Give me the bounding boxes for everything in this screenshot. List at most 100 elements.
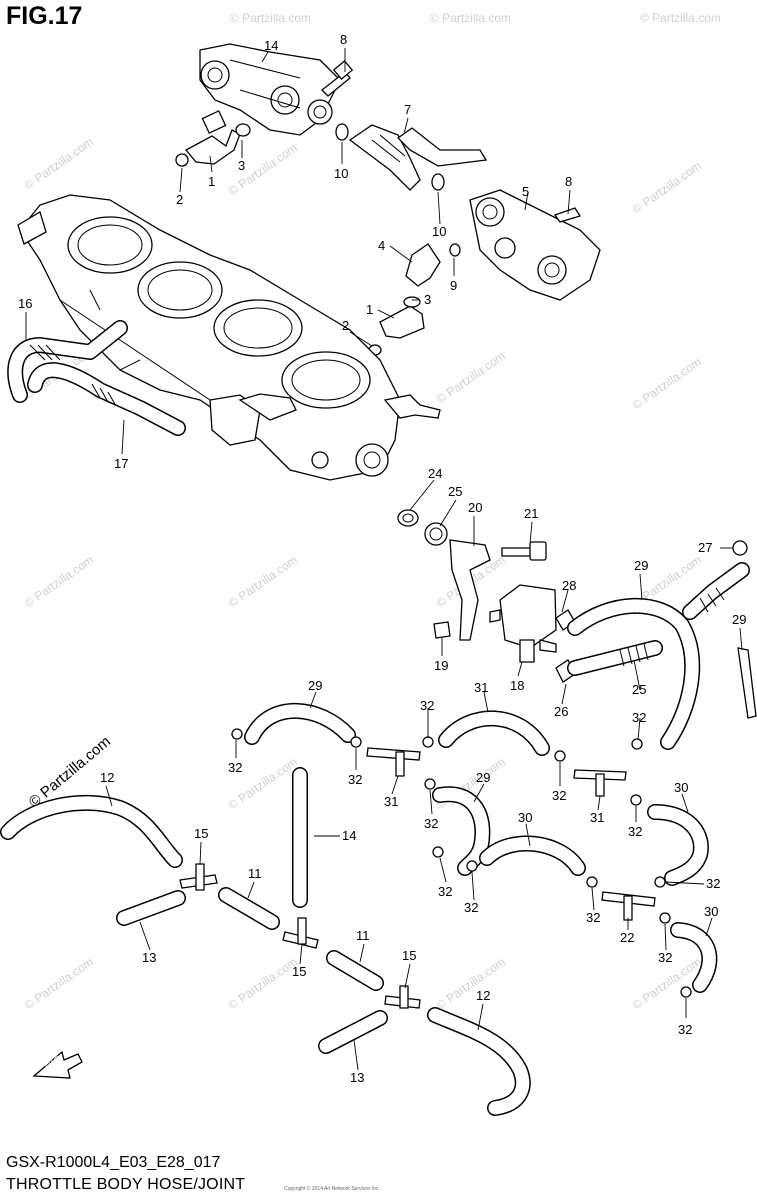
callout-10: 10 — [334, 166, 348, 181]
callout-29: 29 — [308, 678, 322, 693]
callout-1: 1 — [366, 302, 373, 317]
callout-11: 11 — [356, 928, 370, 943]
joint-15-a — [179, 863, 218, 891]
callout-4: 4 — [378, 238, 385, 253]
watermark: © Partzilla.com — [430, 11, 511, 25]
callout-32: 32 — [628, 824, 642, 839]
clamp-25-upper — [732, 540, 748, 556]
fuel-hose-upper — [335, 123, 488, 191]
figure-title: FIG.17 — [6, 2, 83, 30]
callout-26: 28 — [562, 578, 576, 593]
callout-1: 1 — [208, 174, 215, 189]
callout-29: 30 — [518, 810, 532, 825]
callout-3: 3 — [424, 292, 431, 307]
leader-lines — [25, 48, 743, 1071]
vacuum-hose-16 — [7, 320, 128, 403]
joint-15-c — [384, 985, 421, 1009]
callout-16: 16 — [18, 296, 32, 311]
cap-22 — [397, 509, 419, 527]
hose-13-right — [318, 1010, 388, 1054]
injector-upper — [175, 110, 251, 167]
hose-30-top — [438, 710, 550, 756]
fuel-delivery-pipe-lower — [469, 189, 601, 301]
callout-7: 7 — [404, 102, 411, 117]
callout-9: 9 — [450, 278, 457, 293]
hose-11-right — [326, 950, 384, 991]
callout-3: 3 — [238, 158, 245, 173]
callout-24: 25 — [632, 682, 646, 697]
callout-2: 2 — [342, 318, 349, 333]
vacuum-hose-17 — [27, 362, 186, 436]
watermark-layer: © Partzilla.com © Partzilla.com © Partzi… — [22, 11, 721, 1012]
watermark: © Partzilla.com — [22, 955, 96, 1013]
callout-30: 30 — [674, 780, 688, 795]
callout-14: 14 — [342, 828, 356, 843]
watermark: © Partzilla.com — [434, 349, 508, 407]
callout-32: 32 — [552, 788, 566, 803]
callout-20: 20 — [468, 500, 482, 515]
watermark: © Partzilla.com — [434, 955, 508, 1013]
callout-31: 31 — [384, 794, 398, 809]
watermark: © Partzilla.com — [22, 553, 96, 611]
watermark: © Partzilla.com — [230, 11, 311, 25]
callout-25: 26 — [554, 704, 568, 719]
clip-19 — [433, 621, 451, 639]
hose-12-right — [427, 1007, 531, 1116]
hose-28 — [567, 562, 750, 750]
watermark: © Partzilla.com — [630, 355, 704, 413]
model-code: GSX-R1000L4_E03_E28_017 — [6, 1154, 221, 1171]
callout-12: 12 — [100, 770, 114, 785]
joint-31-c — [601, 891, 656, 921]
callout-29: 30 — [704, 904, 718, 919]
callout-11: 11 — [248, 866, 262, 881]
callout-31: 31 — [590, 810, 604, 825]
callout-28: 29 — [634, 558, 648, 573]
callout-32: 32 — [658, 950, 672, 965]
joint-31-b — [573, 769, 627, 797]
callout-25: 27 — [698, 540, 712, 555]
hose-29-lower-right — [670, 922, 718, 993]
callout-30: 31 — [474, 680, 488, 695]
tie-27 — [737, 647, 757, 719]
callout-8: 8 — [340, 32, 347, 47]
pipe-bolt-upper — [321, 59, 354, 97]
callout-29: 29 — [476, 770, 490, 785]
callout-32: 32 — [438, 884, 452, 899]
callout-17: 17 — [114, 456, 128, 471]
watermark: © Partzilla.com — [226, 955, 300, 1013]
callout-5: 5 — [522, 184, 529, 199]
callout-19: 19 — [434, 658, 448, 673]
solenoid-valve-18 — [489, 584, 557, 663]
callout-15: 15 — [194, 826, 208, 841]
callout-15: 15 — [402, 948, 416, 963]
callout-32: 32 — [706, 876, 720, 891]
watermark: © Partzilla.com — [226, 553, 300, 611]
callout-15: 15 — [292, 964, 306, 979]
watermark: © Partzilla.com — [630, 159, 704, 217]
copyright-notice: Copyright © 2014 Ari Network Services In… — [284, 1186, 380, 1192]
hose-12-left — [0, 794, 183, 868]
callout-32: 32 — [678, 1022, 692, 1037]
forward-arrow-icon: FWD — [32, 1050, 83, 1079]
callout-32: 32 — [228, 760, 242, 775]
fuel-delivery-pipe-upper — [199, 43, 341, 136]
callout-13: 13 — [350, 1070, 364, 1085]
callout-12: 12 — [476, 988, 490, 1003]
callout-8: 8 — [565, 174, 572, 189]
parts-diagram: © Partzilla.com © Partzilla.com © Partzi… — [0, 11, 757, 1116]
callout-6: 14 — [264, 38, 278, 53]
callout-10: 10 — [432, 224, 446, 239]
joint-15-b — [282, 917, 319, 949]
callout-27: 29 — [732, 612, 746, 627]
hose-29-mid — [479, 835, 586, 876]
hose-11-left — [218, 887, 280, 930]
bracket-20 — [449, 539, 491, 641]
callout-2: 2 — [176, 192, 183, 207]
watermark: © Partzilla.com — [640, 11, 721, 25]
joint-31-a — [366, 747, 421, 777]
callout-32: 32 — [586, 910, 600, 925]
callout-labels: 14 8 7 1 2 3 10 10 8 5 4 9 3 1 2 16 17 2… — [18, 32, 746, 1085]
callout-22: 24 — [428, 466, 442, 481]
callout-32: 32 — [632, 710, 646, 725]
watermark: © Partzilla.com — [22, 135, 96, 193]
